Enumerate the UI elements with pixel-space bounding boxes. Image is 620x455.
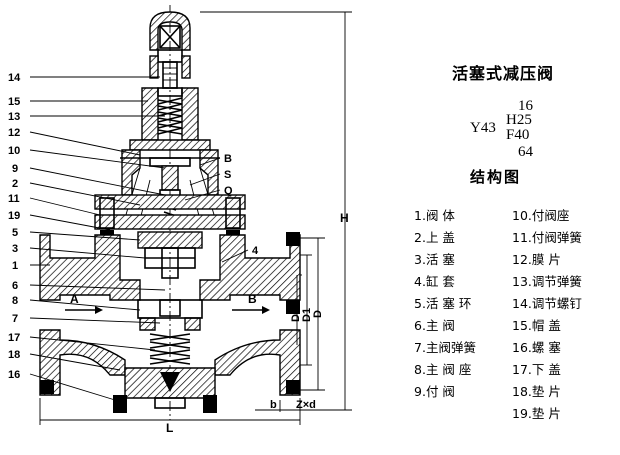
part-item: 8.主 阀 座 (414, 362, 472, 377)
dim-label-zxd: Z×d (296, 399, 316, 411)
callout-4: 4 (252, 245, 259, 257)
model-name: Y43 (470, 120, 496, 136)
flow-arrow-inlet (65, 306, 103, 314)
callout-5: 5 (12, 227, 18, 239)
callout-17: 17 (8, 332, 20, 344)
flow-label-outlet: B (248, 292, 257, 306)
callout-12: 12 (8, 127, 20, 139)
part-item: 1.阀 体 (414, 208, 455, 223)
part-item: 16.螺 塞 (512, 340, 561, 355)
valve-body (39, 234, 301, 396)
callout-15: 15 (8, 96, 20, 108)
callout-10: 10 (8, 145, 20, 157)
pressure-class-64: 64 (518, 144, 533, 160)
part-item: 17.下 盖 (512, 362, 561, 377)
spring-housing (129, 87, 211, 151)
pressure-class-h25: H25 (506, 112, 532, 128)
part-item: 14.调节螺钉 (512, 296, 582, 311)
dimension-lines (39, 11, 352, 425)
part-item: 18.垫 片 (512, 384, 561, 399)
dim-label-d2: D (312, 310, 324, 318)
dim-label-dn: DN (290, 306, 302, 322)
part-item: 7.主阀弹簧 (414, 340, 476, 355)
callout-14: 14 (8, 72, 21, 84)
callouts-left: 14 15 13 12 10 9 2 11 19 5 3 1 6 8 7 17 … (8, 72, 21, 381)
callout-13: 13 (8, 111, 20, 123)
drawing-title: 活塞式减压阀 (452, 64, 555, 83)
bottom-cover (113, 367, 217, 413)
body-flange-bolts (40, 232, 300, 394)
callout-q: Q (224, 185, 233, 197)
part-item: 3.活 塞 (414, 252, 455, 267)
pressure-class-f40: F40 (506, 127, 530, 143)
part-item: 2.上 盖 (414, 230, 455, 245)
callout-s: S (224, 169, 231, 181)
callout-3: 3 (12, 243, 18, 255)
part-item: 11.付阀弹簧 (512, 230, 582, 245)
part-item: 15.帽 盖 (512, 318, 561, 333)
adjusting-screw (149, 49, 191, 89)
part-item: 19.垫 片 (512, 406, 561, 421)
drawing-subtitle: 结构图 (470, 168, 522, 186)
dim-label-length: L (166, 421, 173, 435)
callout-8: 8 (12, 295, 18, 307)
part-item: 5.活 塞 环 (414, 296, 472, 311)
callout-18: 18 (8, 349, 20, 361)
part-item: 13.调节弹簧 (512, 274, 582, 289)
callout-19: 19 (8, 210, 20, 222)
leader-lines (29, 76, 249, 401)
callouts-right: B S Q 4 (224, 153, 259, 257)
callout-9: 9 (12, 163, 18, 175)
callout-11: 11 (8, 193, 20, 205)
part-item: 6.主 阀 (414, 318, 455, 333)
part-item: 12.膜 片 (512, 252, 561, 267)
dim-label-d1: D1 (301, 308, 313, 322)
callout-b: B (224, 153, 232, 165)
callout-16: 16 (8, 369, 20, 381)
part-item: 10.付阀座 (512, 208, 570, 223)
flow-arrow-outlet (232, 306, 270, 314)
flow-label-inlet: A (70, 292, 79, 306)
callout-2: 2 (12, 178, 18, 190)
adjusting-spring (157, 97, 183, 135)
dim-label-height: H (340, 211, 349, 225)
part-item: 9.付 阀 (414, 384, 455, 399)
part-item: 4.缸 套 (414, 274, 455, 289)
callout-1: 1 (12, 260, 18, 272)
pressure-class-16: 16 (518, 98, 533, 114)
main-spring (149, 333, 191, 365)
callout-6: 6 (12, 280, 18, 292)
callout-7: 7 (12, 313, 18, 325)
dim-label-b: b (270, 399, 277, 411)
